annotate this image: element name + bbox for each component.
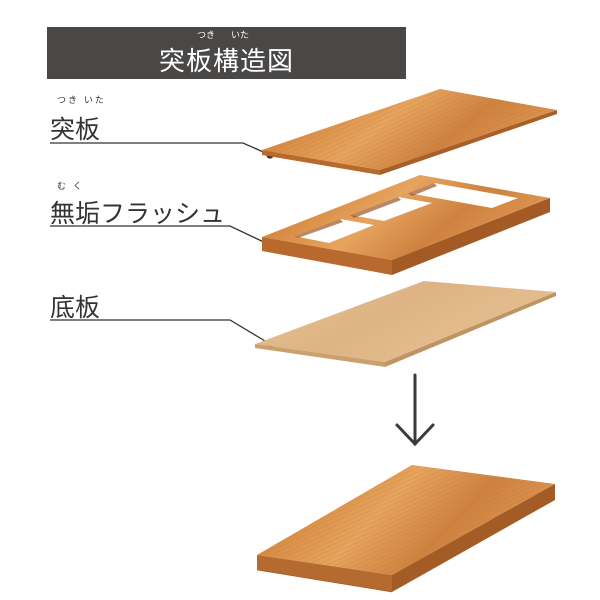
diagram-title: 突板構造図	[158, 47, 294, 77]
label-veneer: 突板	[50, 115, 101, 144]
label-ruby-flush: む く	[57, 182, 84, 192]
label-solid-flush: 無垢フラッシュ	[50, 199, 226, 228]
leader-line-flush	[50, 225, 271, 246]
leader-lines	[50, 142, 274, 348]
leader-line-veneer	[50, 142, 271, 156]
arrow-down-icon	[395, 373, 435, 447]
title-bar: つき いた 突板構造図	[47, 27, 406, 79]
base-board-layer	[255, 281, 556, 367]
label-base-board: 底板	[50, 293, 101, 322]
title-ruby-ita: いた	[231, 31, 250, 41]
veneer-layer	[262, 89, 557, 175]
finished-panel	[256, 465, 555, 593]
solid-flush-frame-layer	[262, 175, 550, 275]
leader-line-base	[50, 319, 271, 345]
title-ruby-tsuki: つき	[197, 31, 216, 41]
label-ruby-veneer: つき いた	[57, 96, 106, 106]
